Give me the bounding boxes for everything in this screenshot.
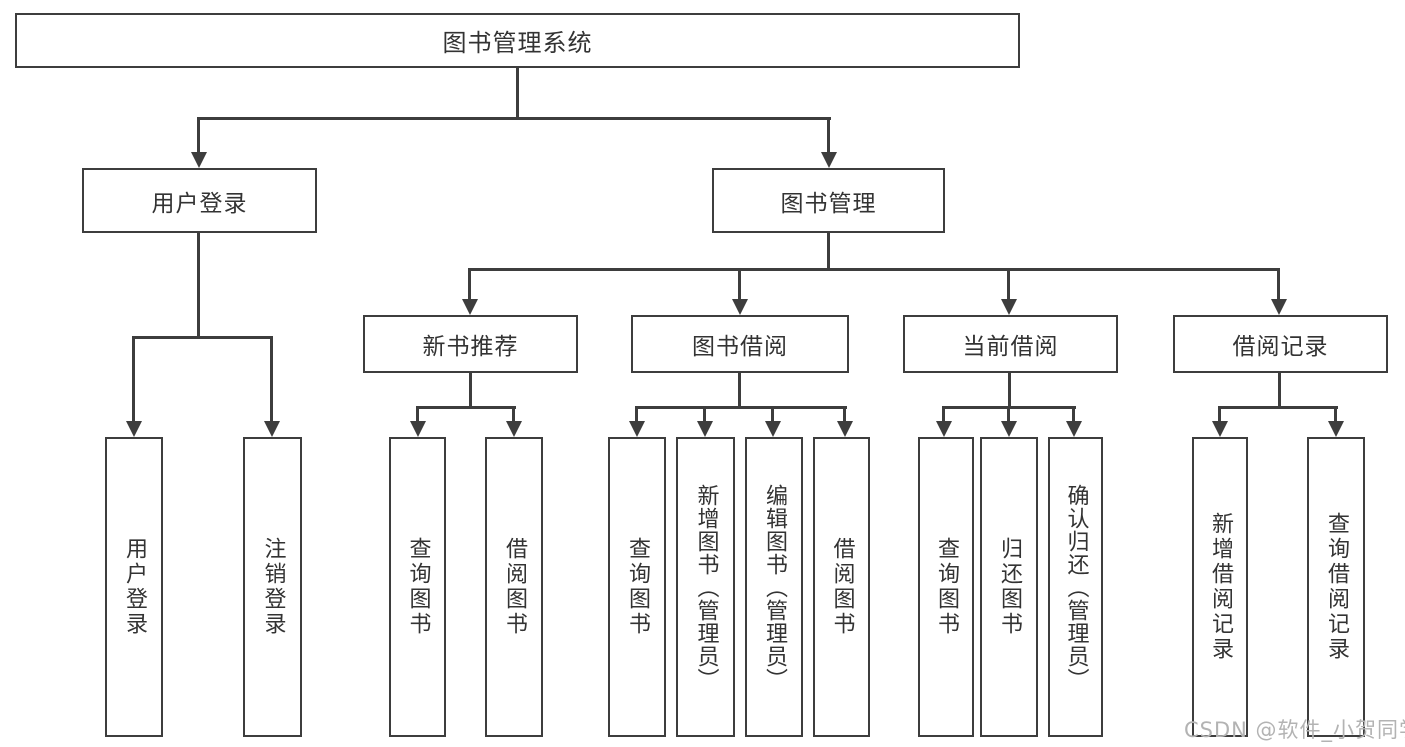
connector-root-stem bbox=[516, 68, 519, 119]
connector-manage-drop-1 bbox=[468, 268, 471, 301]
node-new-book-recommend: 新书推荐 bbox=[363, 315, 578, 373]
arrowhead-down-icon bbox=[1271, 299, 1287, 315]
arrowhead-down-icon bbox=[1001, 421, 1017, 437]
leaf-edit-book-admin: 编辑图书（管理员） bbox=[745, 437, 803, 737]
connector-group2-drop-3 bbox=[771, 406, 774, 423]
connector-root-drop-right bbox=[827, 117, 830, 155]
connector-group1-split bbox=[416, 406, 516, 409]
connector-manage-drop-4 bbox=[1277, 268, 1280, 301]
connector-login-split bbox=[132, 336, 273, 339]
node-book-manage: 图书管理 bbox=[712, 168, 945, 233]
node-user-login: 用户登录 bbox=[82, 168, 317, 233]
connector-group3-stem bbox=[1008, 373, 1011, 409]
connector-group1-stem bbox=[469, 373, 472, 409]
node-root: 图书管理系统 bbox=[15, 13, 1020, 68]
arrowhead-down-icon bbox=[765, 421, 781, 437]
connector-login-stem bbox=[197, 233, 200, 338]
leaf-query-borrow-record: 查询借阅记录 bbox=[1307, 437, 1365, 737]
arrowhead-down-icon bbox=[506, 421, 522, 437]
leaf-borrow-book-1: 借阅图书 bbox=[485, 437, 543, 737]
connector-root-drop-left bbox=[197, 117, 200, 155]
leaf-logout: 注销登录 bbox=[243, 437, 302, 737]
leaf-query-book-3: 查询图书 bbox=[918, 437, 974, 737]
connector-login-drop-1 bbox=[132, 336, 135, 423]
arrowhead-down-icon bbox=[821, 152, 837, 168]
arrowhead-down-icon bbox=[1001, 299, 1017, 315]
arrowhead-down-icon bbox=[191, 152, 207, 168]
arrowhead-down-icon bbox=[264, 421, 280, 437]
connector-root-split bbox=[197, 117, 831, 120]
connector-group2-drop-2 bbox=[703, 406, 706, 423]
arrowhead-down-icon bbox=[462, 299, 478, 315]
leaf-return-book: 归还图书 bbox=[980, 437, 1038, 737]
connector-group1-drop-1 bbox=[416, 406, 419, 423]
node-borrow-record: 借阅记录 bbox=[1173, 315, 1388, 373]
connector-manage-stem bbox=[827, 233, 830, 270]
connector-group4-drop-1 bbox=[1218, 406, 1221, 423]
arrowhead-down-icon bbox=[732, 299, 748, 315]
leaf-query-book-1: 查询图书 bbox=[389, 437, 446, 737]
arrowhead-down-icon bbox=[410, 421, 426, 437]
connector-group2-drop-1 bbox=[635, 406, 638, 423]
arrowhead-down-icon bbox=[1328, 421, 1344, 437]
arrowhead-down-icon bbox=[697, 421, 713, 437]
leaf-confirm-return-admin: 确认归还（管理员） bbox=[1048, 437, 1103, 737]
arrowhead-down-icon bbox=[126, 421, 142, 437]
connector-group4-drop-2 bbox=[1334, 406, 1337, 423]
watermark: CSDN @软件_小贺同学 bbox=[1184, 718, 1405, 742]
leaf-add-borrow-record: 新增借阅记录 bbox=[1192, 437, 1248, 737]
connector-group3-drop-2 bbox=[1007, 406, 1010, 423]
arrowhead-down-icon bbox=[936, 421, 952, 437]
arrowhead-down-icon bbox=[1212, 421, 1228, 437]
leaf-query-book-2: 查询图书 bbox=[608, 437, 666, 737]
connector-manage-split bbox=[470, 268, 1280, 271]
connector-group2-drop-4 bbox=[843, 406, 846, 423]
arrowhead-down-icon bbox=[1066, 421, 1082, 437]
node-book-borrow: 图书借阅 bbox=[631, 315, 849, 373]
leaf-user-login: 用户登录 bbox=[105, 437, 163, 737]
connector-manage-drop-3 bbox=[1007, 268, 1010, 301]
arrowhead-down-icon bbox=[629, 421, 645, 437]
connector-manage-drop-2 bbox=[738, 268, 741, 301]
connector-group1-drop-2 bbox=[512, 406, 515, 423]
leaf-borrow-book-2: 借阅图书 bbox=[813, 437, 870, 737]
leaf-add-book-admin: 新增图书（管理员） bbox=[676, 437, 735, 737]
connector-group3-drop-1 bbox=[942, 406, 945, 423]
connector-group2-split bbox=[635, 406, 847, 409]
connector-group3-drop-3 bbox=[1072, 406, 1075, 423]
arrowhead-down-icon bbox=[837, 421, 853, 437]
node-current-borrow: 当前借阅 bbox=[903, 315, 1118, 373]
connector-group2-stem bbox=[738, 373, 741, 409]
connector-group4-split bbox=[1218, 406, 1338, 409]
connector-login-drop-2 bbox=[270, 336, 273, 423]
connector-group4-stem bbox=[1278, 373, 1281, 409]
